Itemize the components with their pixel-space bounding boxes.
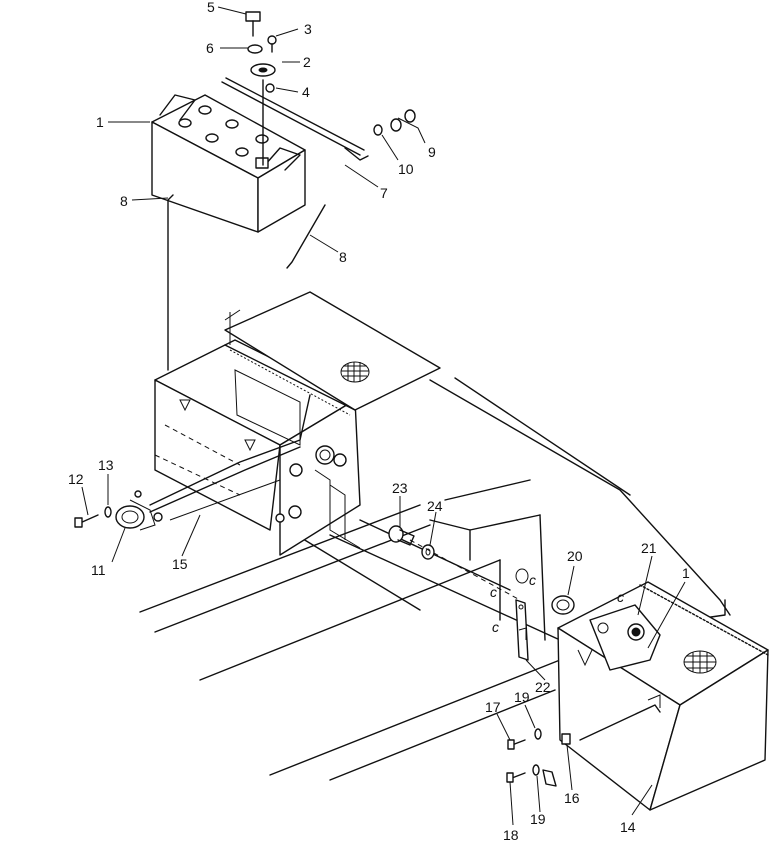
washer-19b — [532, 764, 540, 776]
cable-15 — [149, 394, 311, 521]
c-mark: c — [490, 584, 497, 600]
lid-hinge — [224, 344, 356, 416]
callout-24: 24 — [427, 498, 443, 514]
callout-19-upper: 19 — [514, 689, 530, 705]
washer-24 — [421, 544, 435, 560]
callout-labels: 1 2 3 4 5 6 7 8 8 9 10 11 12 13 14 15 16… — [68, 0, 690, 843]
callout-17: 17 — [485, 699, 501, 715]
left-battery-box — [154, 291, 441, 556]
callout-15: 15 — [172, 556, 188, 572]
bracket-22 — [515, 599, 529, 661]
callout-14: 14 — [620, 819, 636, 835]
clamp-2 — [250, 63, 276, 77]
callout-4: 4 — [302, 84, 310, 100]
callout-6: 6 — [206, 40, 214, 56]
callout-2: 2 — [303, 54, 311, 70]
grommet-20 — [551, 595, 575, 615]
callout-7: 7 — [380, 185, 388, 201]
c-mark: c — [529, 572, 536, 588]
washer-6 — [247, 44, 263, 54]
callout-8-left: 8 — [120, 193, 128, 209]
right-box-vent-mesh — [683, 650, 717, 674]
c-mark: c — [617, 589, 624, 605]
callout-18: 18 — [503, 827, 519, 843]
washer-19a — [534, 728, 542, 740]
callout-1-battery: 1 — [96, 114, 104, 130]
frame-hole — [515, 568, 529, 584]
c-mark: c — [492, 619, 499, 635]
bolt-axis-line — [409, 539, 521, 601]
callout-20: 20 — [567, 548, 583, 564]
callout-21: 21 — [641, 540, 657, 556]
battery-switch — [115, 490, 163, 531]
bolt-23 — [388, 525, 415, 546]
bolt-12 — [74, 514, 99, 528]
callout-9: 9 — [428, 144, 436, 160]
bolt-17 — [507, 739, 526, 750]
callout-22: 22 — [535, 679, 551, 695]
callout-1-right-box: 1 — [682, 565, 690, 581]
bolt-3 — [267, 35, 277, 53]
callout-5: 5 — [207, 0, 215, 15]
callout-13: 13 — [98, 457, 114, 473]
nuts-9-10 — [373, 109, 416, 136]
right-battery-box — [557, 581, 769, 811]
callout-23: 23 — [392, 480, 408, 496]
battery — [151, 94, 306, 233]
callout-3: 3 — [304, 21, 312, 37]
hold-down-bar — [221, 77, 369, 166]
leader-lines — [81, 6, 686, 826]
callout-12: 12 — [68, 471, 84, 487]
switch-21 — [589, 604, 661, 671]
bracket-16 — [561, 733, 571, 745]
callout-19-lower: 19 — [530, 811, 546, 827]
lid-vent-mesh — [340, 361, 370, 383]
bolt-5 — [245, 11, 261, 37]
nut-4 — [265, 83, 275, 93]
rod-8 — [167, 194, 326, 371]
battery-cells — [178, 105, 269, 157]
callout-16: 16 — [564, 790, 580, 806]
bolt-18 — [506, 772, 526, 783]
washer-13 — [104, 506, 112, 518]
clip — [542, 769, 557, 787]
callout-10: 10 — [398, 161, 414, 177]
callout-8-right: 8 — [339, 249, 347, 265]
c-marks: c c c c — [490, 572, 624, 635]
callout-11: 11 — [91, 562, 106, 578]
